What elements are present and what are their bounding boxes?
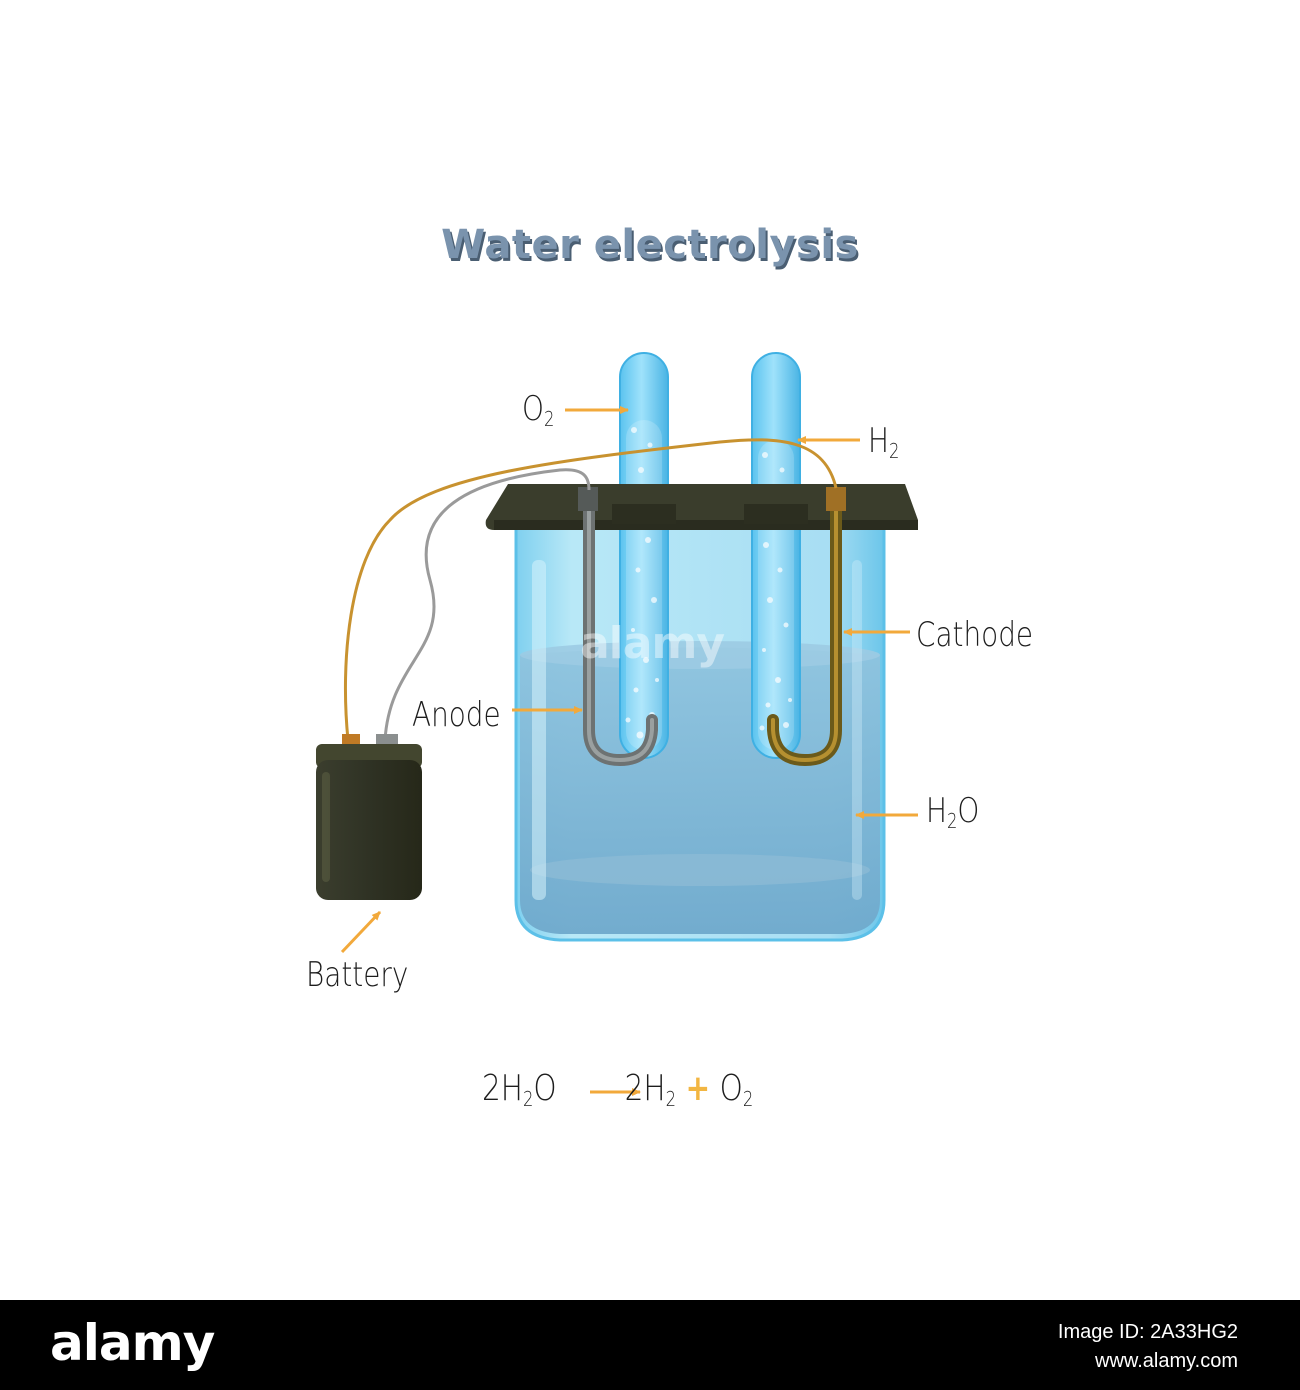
eq-rhs1-sub: 2 [665,1087,677,1111]
reaction-equation: 2H2O 2H2 + O2 [482,1068,753,1111]
copper-wire [343,438,838,741]
eq-lhs-coef: 2H [482,1068,523,1109]
page-title: Water electrolysis [441,222,859,268]
oxygen-tube [619,352,669,759]
eq-rhs1-coef: 2H [624,1068,666,1109]
battery-label: Battery [306,955,409,995]
h2-label-sub: 2 [888,439,900,463]
cathode-label: Cathode [916,615,1034,655]
h2o-label-main: H [926,791,947,831]
battery-arrow [340,910,382,954]
h2o-label: H2O [926,794,979,831]
footer-image-info: Image ID: 2A33HG2 www.alamy.com [1058,1318,1238,1376]
hydrogen-tube [751,352,801,759]
anode-label: Anode [412,695,501,735]
battery [316,734,422,900]
beaker-lid [485,484,918,530]
eq-lhs-tail: O [533,1068,557,1109]
footer-site: www.alamy.com [1095,1350,1238,1372]
label-arrows [340,406,918,1096]
eq-lhs-sub: 2 [522,1087,534,1111]
beaker [514,518,886,942]
water [520,647,880,934]
h2o-label-sub: 2 [946,809,958,833]
footer-bar: alamy Image ID: 2A33HG2 www.alamy.com [0,1300,1300,1390]
o2-label: O2 [522,392,554,429]
watermark-text: alamy [580,618,725,669]
electrolysis-illustration [316,352,918,1096]
cathode-electrode [767,487,846,767]
footer-logo: alamy [50,1314,215,1372]
h2-label-main: H [868,421,889,461]
h2-label: H2 [868,424,899,461]
h2o-label-tail: O [957,791,980,831]
grey-wire [383,468,591,741]
o2-label-main: O [522,389,544,429]
footer-image-id: Image ID: 2A33HG2 [1057,1321,1238,1343]
anode-electrode [578,487,658,767]
o2-label-sub: 2 [543,407,555,431]
diagram-stage: alamy [316,352,918,1096]
eq-plus: + [685,1068,711,1109]
eq-rhs2-sub: 2 [742,1087,754,1111]
eq-rhs2-coef: O [719,1068,743,1109]
